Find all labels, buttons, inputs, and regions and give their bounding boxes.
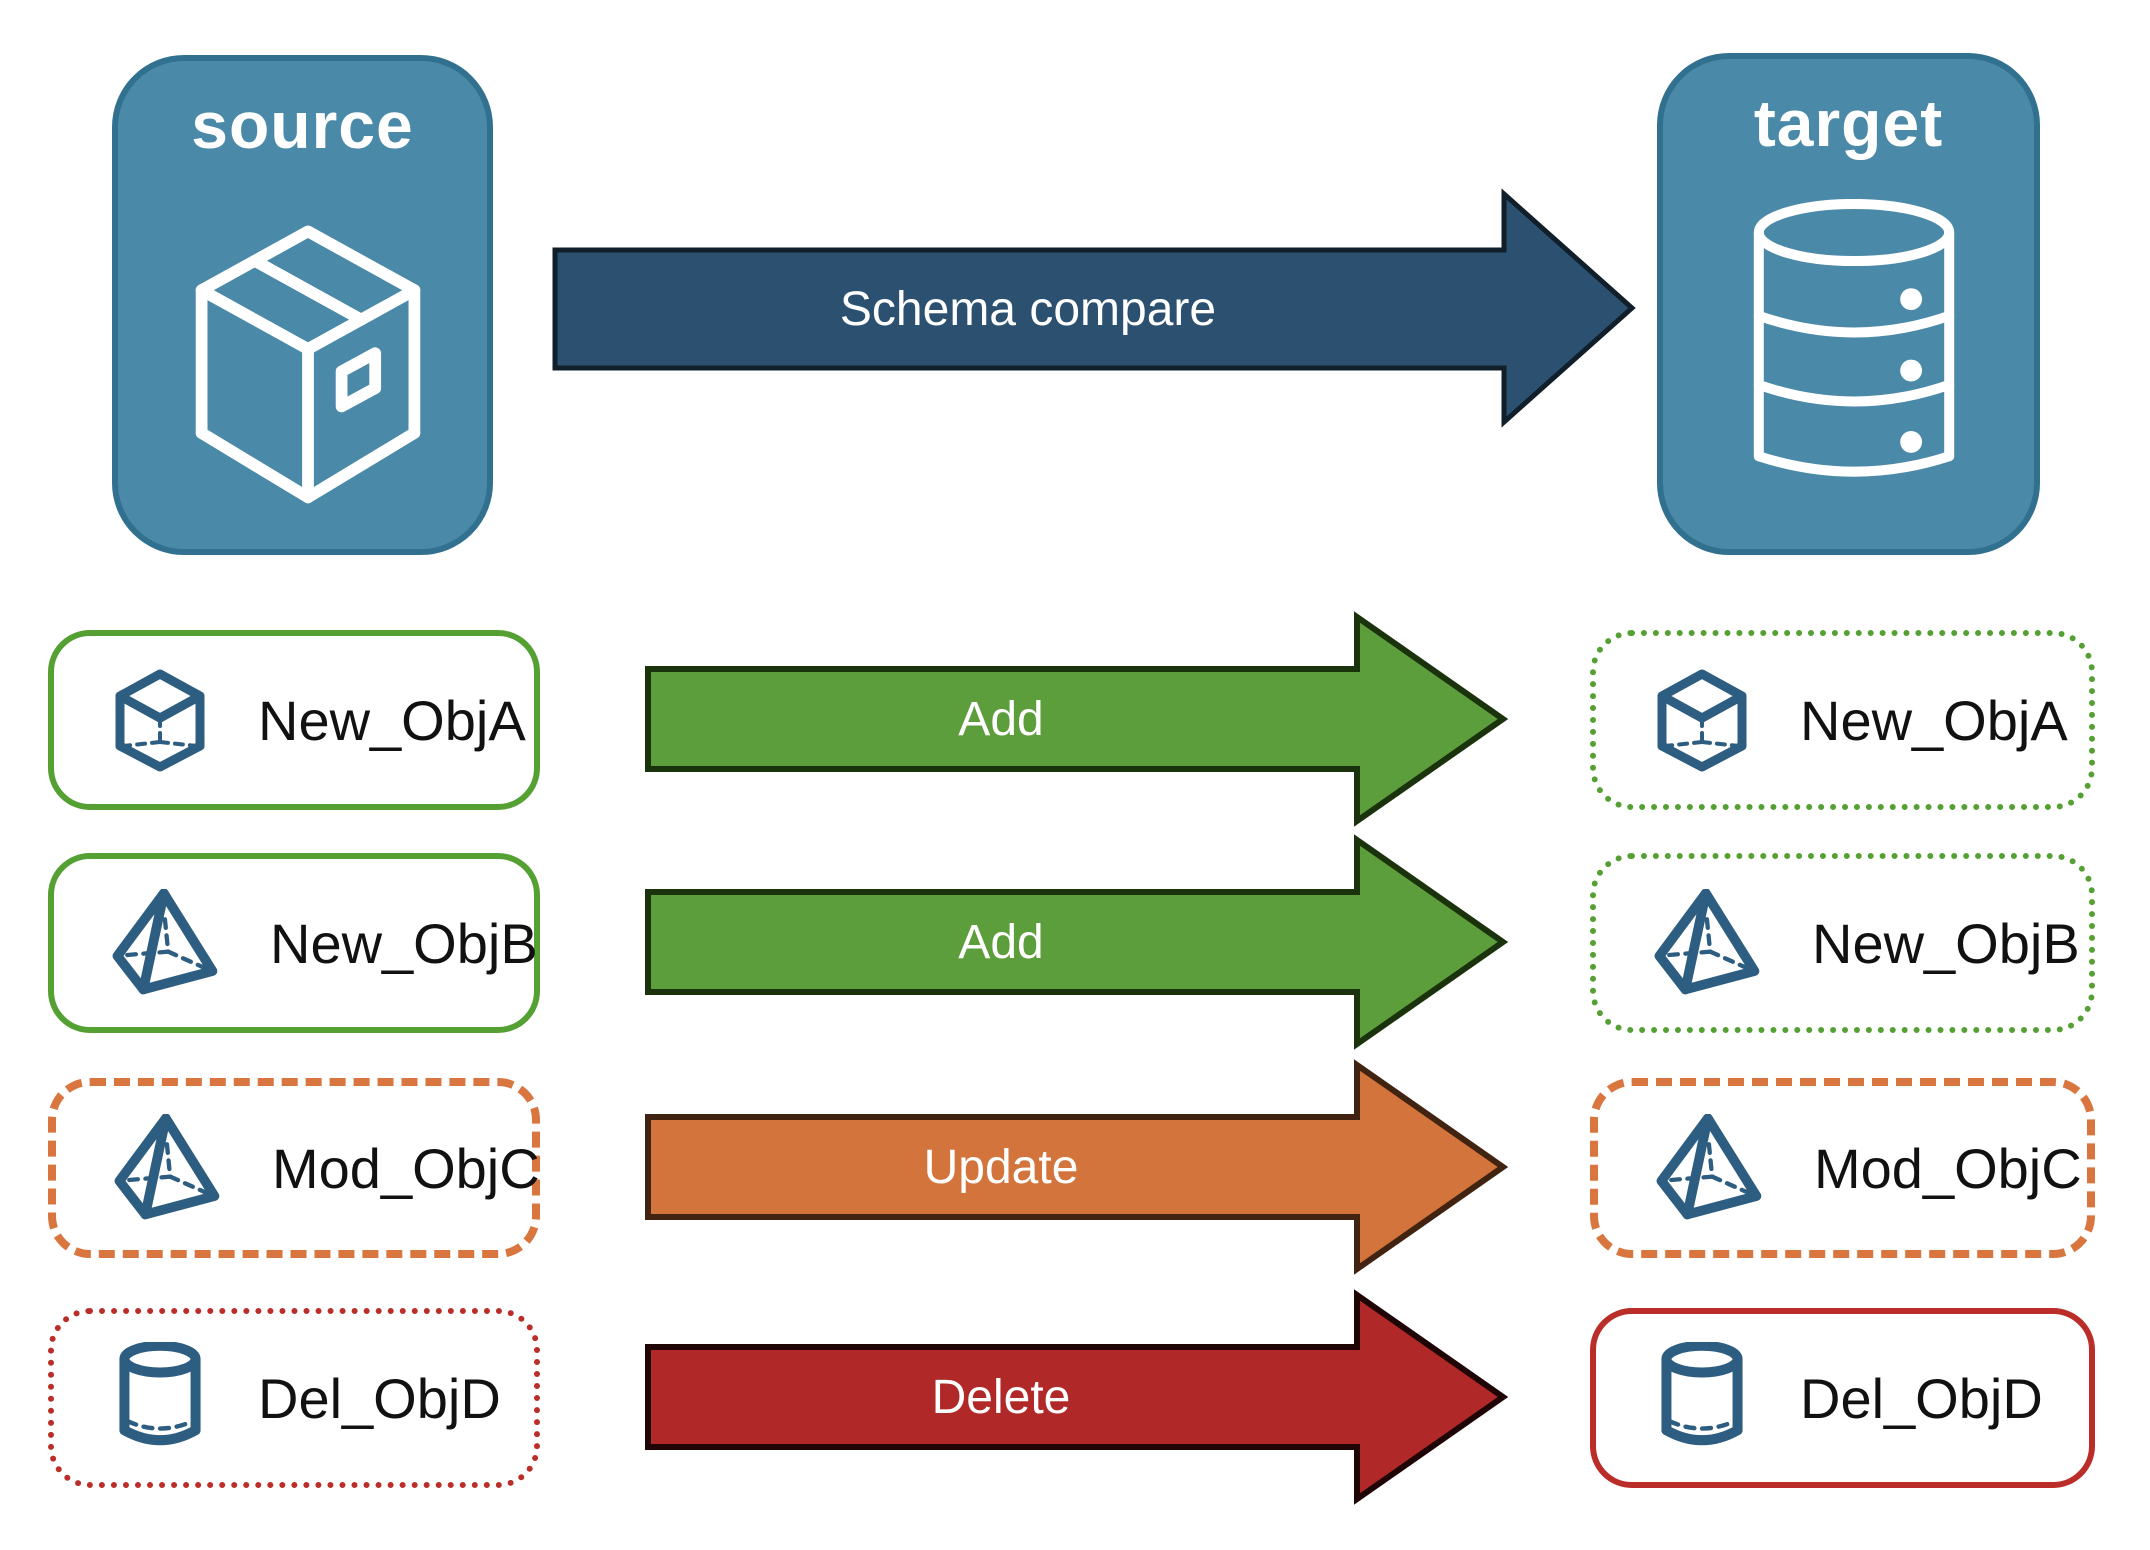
cube-icon	[1657, 669, 1747, 772]
object-label: Del_ObjD	[1800, 1366, 2043, 1430]
schema-compare-arrow-label: Schema compare	[839, 282, 1217, 336]
delete-arrow-row4: Delete	[645, 1287, 1510, 1507]
source-object-box-new-obja: New_ObjA	[48, 630, 540, 810]
source-object-box-mod-objc: Mod_ObjC	[48, 1078, 540, 1258]
target-object-box-new-obja: New_ObjA	[1590, 630, 2095, 810]
add-arrow-row2: Add	[645, 832, 1510, 1052]
object-label: Mod_ObjC	[1814, 1136, 2082, 1200]
object-label: Mod_ObjC	[272, 1136, 540, 1200]
target-object-box-mod-objc: Mod_ObjC	[1590, 1078, 2095, 1258]
cylinder-icon	[119, 1342, 201, 1446]
pyramid-icon	[1656, 1114, 1762, 1220]
object-label: New_ObjB	[1812, 911, 2080, 975]
database-icon	[1753, 199, 1955, 477]
object-label: Del_ObjD	[258, 1366, 501, 1430]
target-object-box-del-objd: Del_ObjD	[1590, 1308, 2095, 1488]
add-arrow-row1: Add	[645, 609, 1510, 829]
add-arrow-label: Add	[958, 915, 1044, 969]
update-arrow-label: Update	[923, 1140, 1079, 1194]
source-object-box-del-objd: Del_ObjD	[48, 1308, 540, 1488]
target-node-label: target	[1753, 86, 1944, 160]
update-arrow-row3: Update	[645, 1057, 1510, 1277]
source-node-label: source	[191, 88, 414, 162]
object-label: New_ObjB	[270, 911, 538, 975]
pyramid-icon	[114, 1114, 220, 1220]
source-object-box-new-objb: New_ObjB	[48, 853, 540, 1033]
add-arrow-label: Add	[958, 692, 1044, 746]
schema-compare-arrow: Schema compare	[552, 186, 1637, 430]
pyramid-icon	[112, 889, 218, 995]
cube-icon	[115, 669, 205, 772]
object-label: New_ObjA	[258, 688, 526, 752]
target-object-box-new-objb: New_ObjB	[1590, 853, 2095, 1033]
package-box-icon	[195, 225, 421, 504]
object-label: New_ObjA	[1800, 688, 2068, 752]
target-node: target	[1657, 53, 2040, 555]
pyramid-icon	[1654, 889, 1760, 995]
cylinder-icon	[1661, 1342, 1743, 1446]
source-node: source	[112, 55, 493, 555]
delete-arrow-label: Delete	[931, 1370, 1071, 1424]
